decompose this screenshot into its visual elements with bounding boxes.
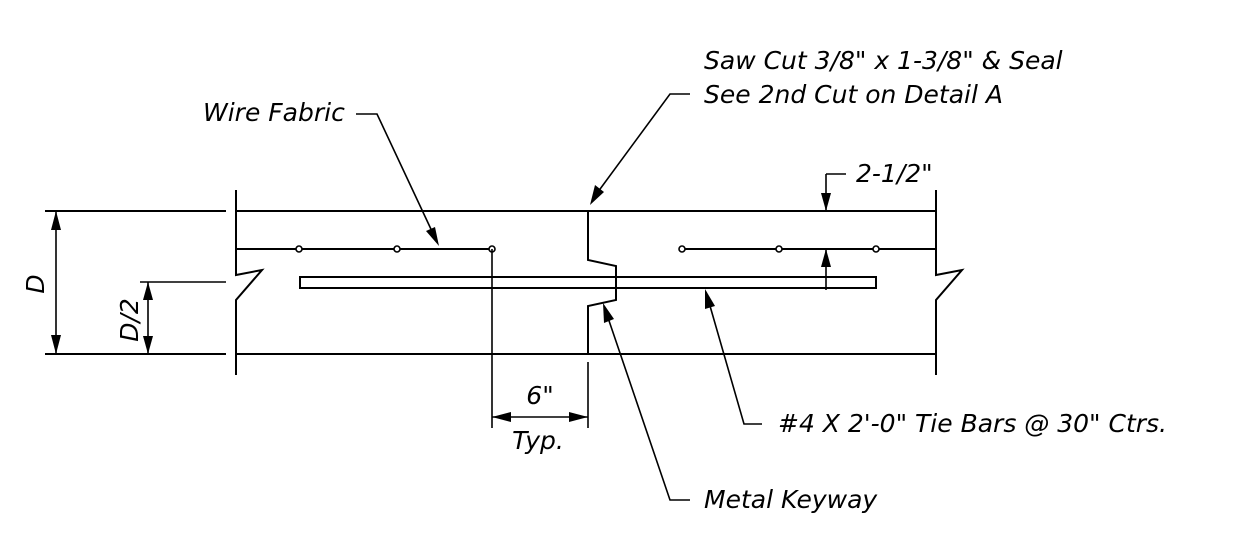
spacing-label: 6" (526, 381, 553, 410)
dimension-half-d (140, 281, 226, 354)
left-break-line (235, 190, 265, 375)
saw-cut-label-line2: See 2nd Cut on Detail A (704, 80, 1003, 109)
tie-bar (299, 276, 877, 289)
typ-label: Typ. (512, 426, 564, 455)
tie-bars-leader (705, 289, 762, 425)
keyway-label: Metal Keyway (704, 485, 878, 514)
cover-label: 2-1/2" (856, 159, 933, 188)
half-depth-label: D/2 (115, 298, 144, 342)
saw-cut-label-line1: Saw Cut 3/8" x 1-3/8" & Seal (704, 46, 1063, 75)
tie-bars-label: #4 X 2'-0" Tie Bars @ 30" Ctrs. (778, 409, 1167, 438)
slab-outline (45, 190, 965, 375)
dimension-spacing (491, 249, 589, 428)
keyway-leader (603, 303, 690, 501)
keyway-joint (587, 211, 617, 354)
wire-fabric-label: Wire Fabric (203, 98, 345, 127)
depth-label: D (21, 274, 50, 293)
right-break-line (935, 190, 965, 375)
saw-cut-leader (590, 93, 690, 205)
dimension-cover (821, 173, 846, 290)
wire-fabric-leader (356, 113, 439, 246)
wire-fabric (236, 245, 936, 253)
dimension-d (51, 211, 61, 354)
